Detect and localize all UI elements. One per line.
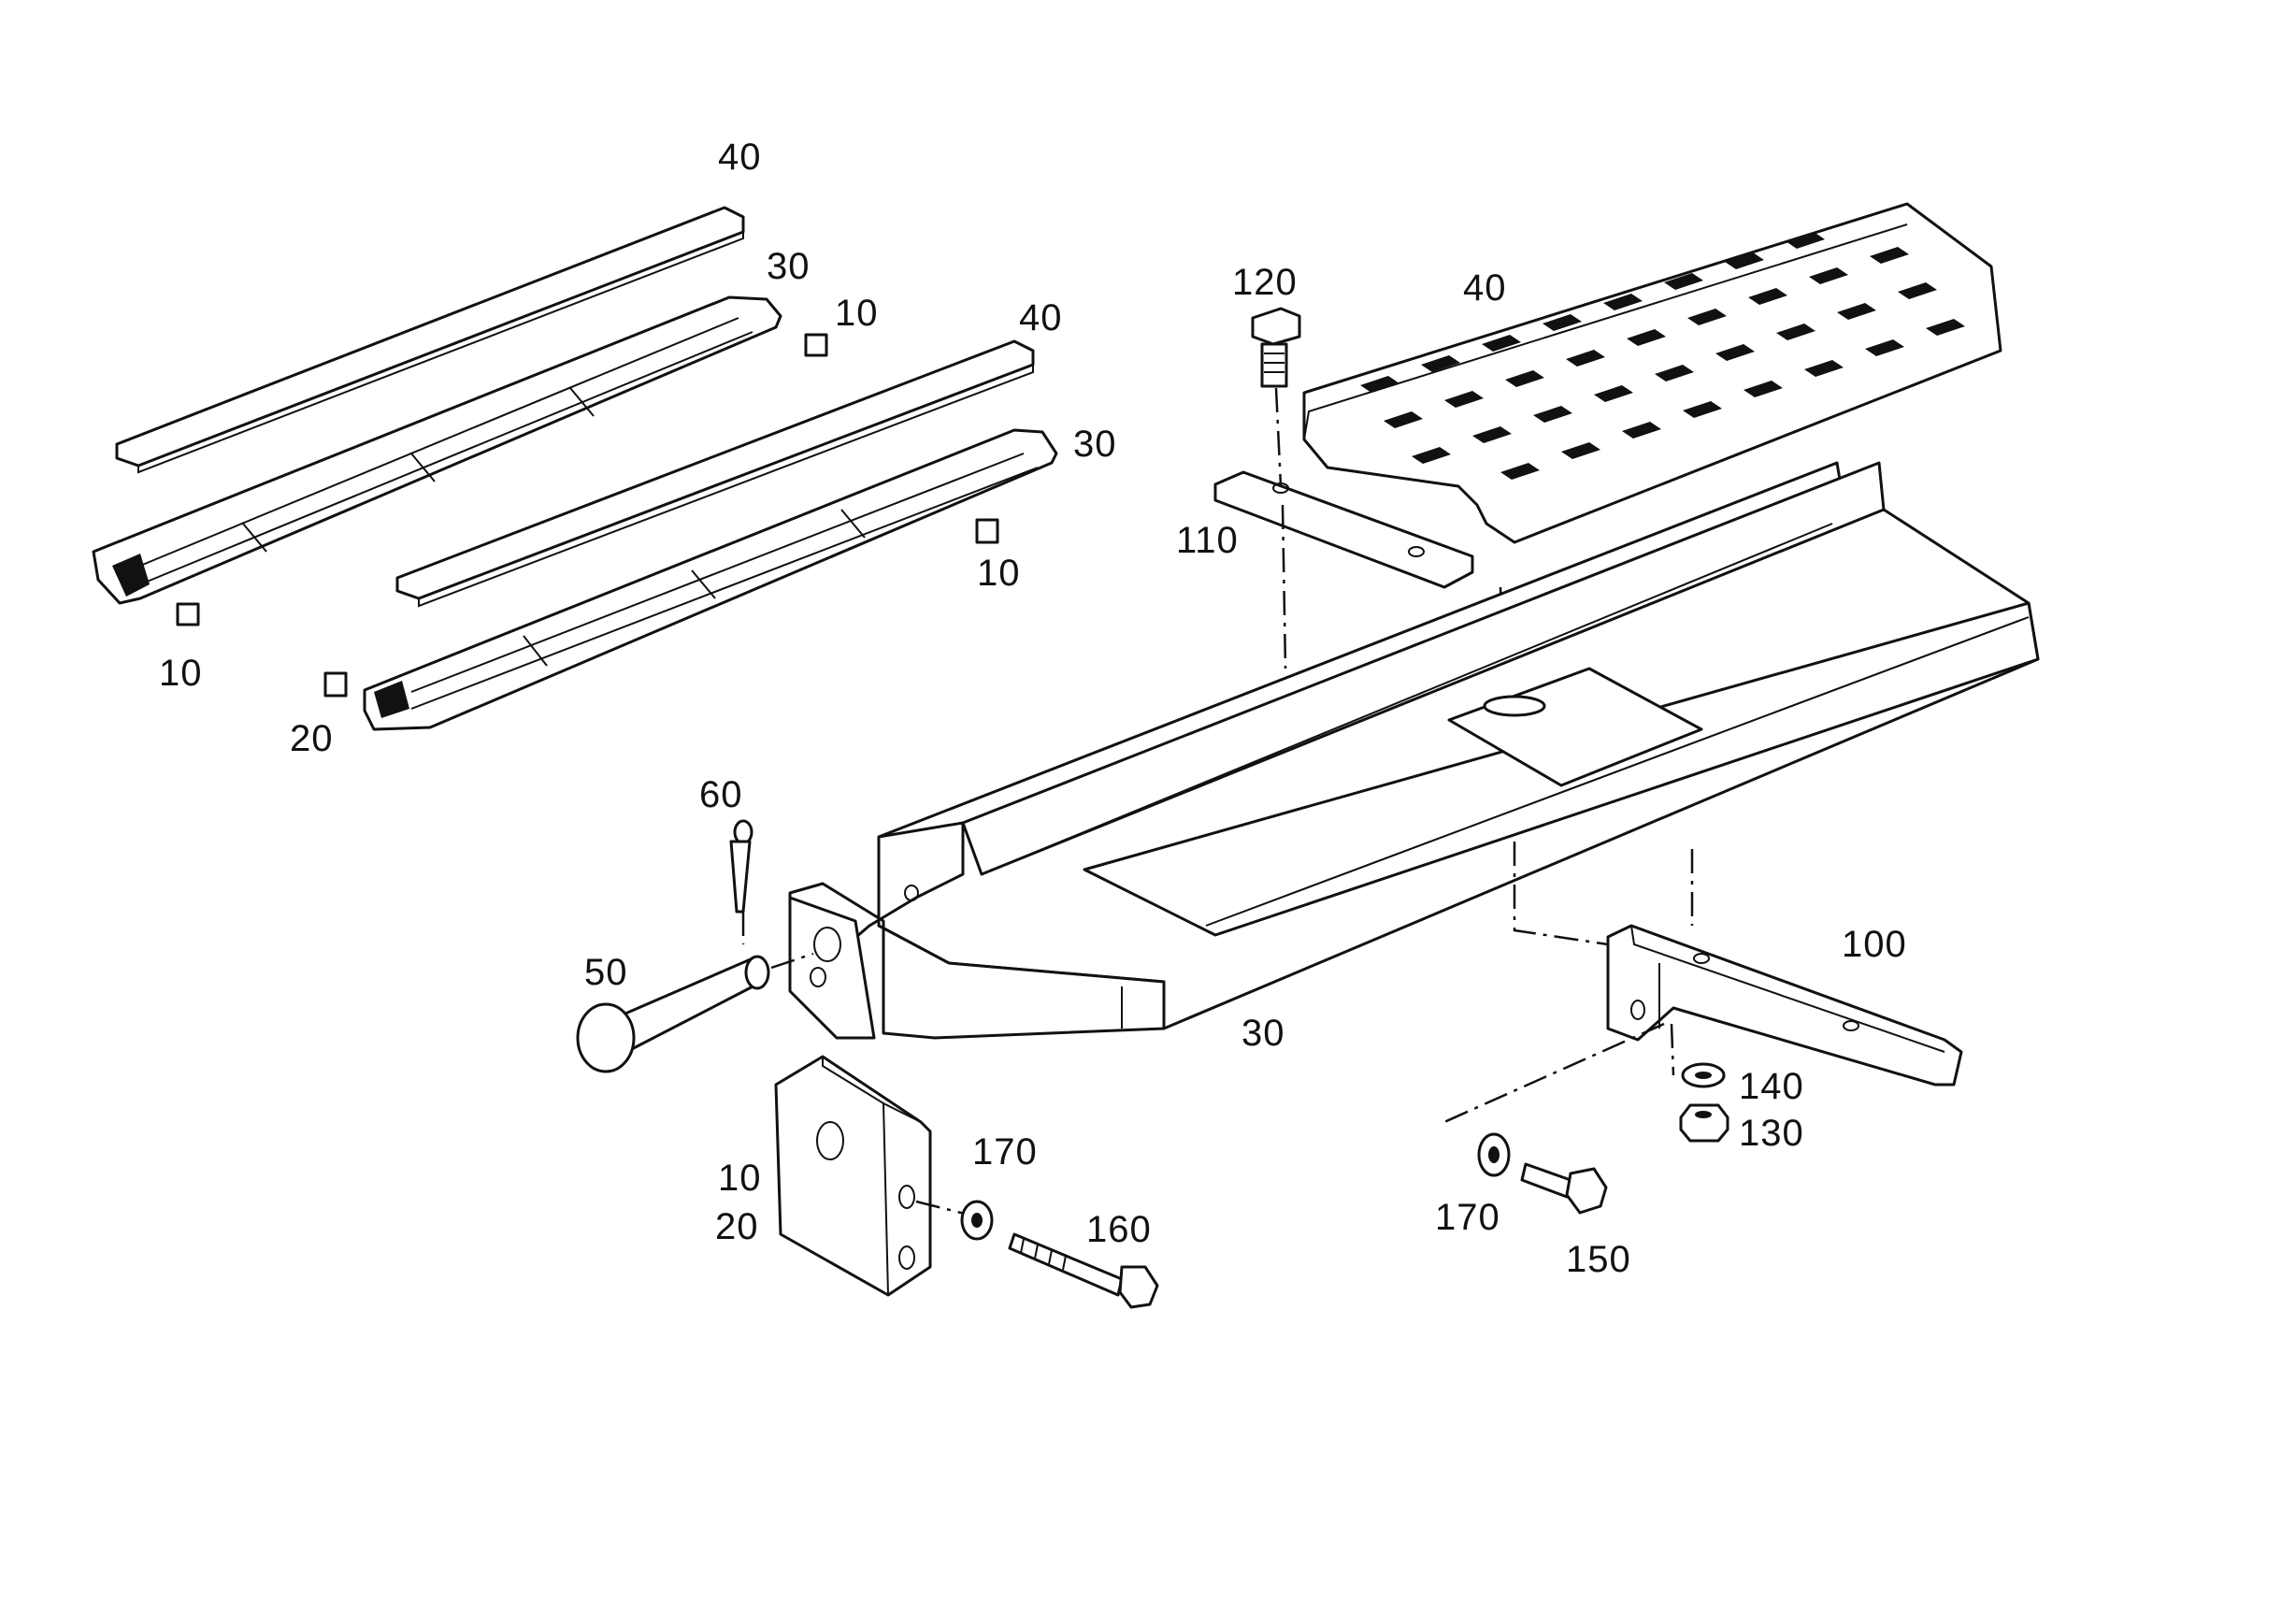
block-part-10-middle [975, 518, 999, 544]
bolt-150 [1520, 1162, 1608, 1215]
callout-30-upper-left: 30 [767, 246, 811, 287]
callout-170-left: 170 [972, 1131, 1038, 1173]
split-pin-60 [729, 819, 753, 914]
tread-plate-middle [395, 339, 1035, 608]
callout-110: 110 [1176, 520, 1239, 561]
block-part-10-left [176, 602, 200, 626]
bolt-160 [1008, 1232, 1159, 1309]
callout-20-block: 20 [715, 1206, 759, 1247]
step-frame-upper-left [92, 295, 782, 605]
tread-plate-upper-left [115, 206, 745, 474]
callout-60: 60 [699, 774, 743, 815]
bracket-100 [1606, 924, 1963, 1087]
callout-130: 130 [1739, 1113, 1804, 1154]
callout-10-middle: 10 [977, 553, 1021, 594]
callout-170-right: 170 [1435, 1197, 1500, 1238]
callout-20-left: 20 [290, 718, 334, 759]
plate-110 [1213, 470, 1474, 589]
callout-10-left: 10 [159, 653, 203, 694]
callout-160: 160 [1086, 1209, 1152, 1250]
callout-120: 120 [1232, 262, 1298, 303]
main-step-frame [788, 461, 2040, 1040]
callout-150: 150 [1566, 1239, 1631, 1280]
washer-140 [1681, 1062, 1726, 1088]
step-frame-middle [363, 428, 1058, 731]
callout-100: 100 [1842, 924, 1907, 965]
callout-10-upper: 10 [835, 293, 879, 334]
bolt-120 [1251, 307, 1301, 388]
grating-step-40 [1302, 202, 2002, 544]
washer-170-right [1477, 1132, 1511, 1177]
pin-50 [576, 955, 770, 1073]
callout-50: 50 [584, 952, 628, 993]
washer-170-left [960, 1200, 994, 1241]
mounting-block-10-20 [774, 1055, 932, 1297]
callout-40-middle: 40 [1019, 297, 1063, 338]
callout-10-block: 10 [718, 1158, 762, 1199]
callout-40-grating: 40 [1463, 267, 1507, 309]
block-part-20 [323, 671, 348, 698]
callout-30-middle: 30 [1073, 424, 1117, 465]
nut-130 [1679, 1103, 1729, 1143]
callout-30-main: 30 [1241, 1013, 1285, 1054]
callout-40-upper-left: 40 [718, 137, 762, 178]
block-part-10-upper [804, 333, 828, 357]
callout-140: 140 [1739, 1066, 1804, 1107]
